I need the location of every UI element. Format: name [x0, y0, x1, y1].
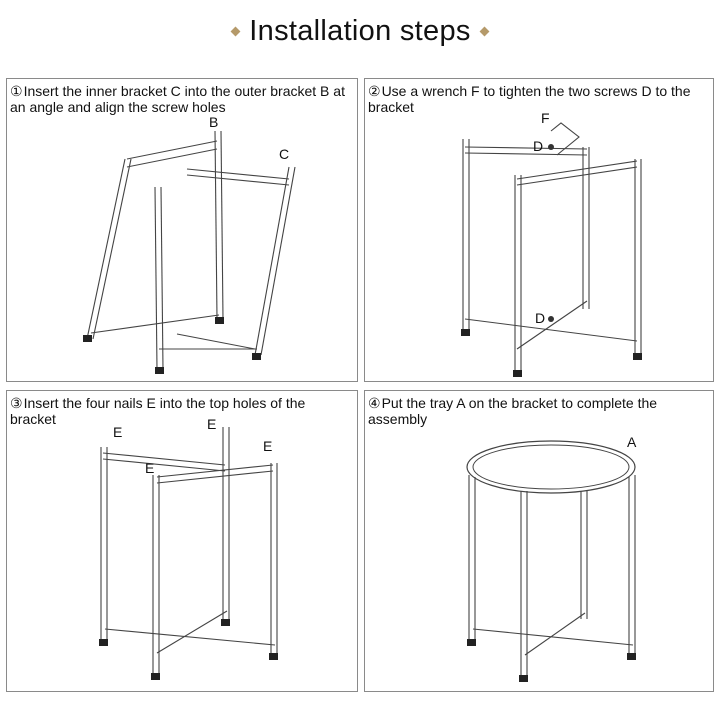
foot	[269, 653, 278, 660]
bottom-bar	[472, 628, 634, 646]
foot	[215, 317, 224, 324]
label-e: E	[145, 460, 154, 476]
top-bar-front-edge	[156, 470, 274, 484]
top-bar	[102, 452, 226, 466]
leg-front-c	[154, 186, 158, 370]
foot	[83, 335, 92, 342]
page-title: Installation steps	[249, 14, 471, 47]
label-d-top: D	[533, 138, 543, 154]
step-number: ①	[10, 83, 23, 99]
bottom-cross	[524, 612, 586, 656]
foot	[151, 673, 160, 680]
tray-rim-outer	[466, 440, 636, 494]
leg-back-c	[254, 166, 290, 356]
top-bar-c-edge	[186, 174, 290, 186]
foot	[461, 329, 470, 336]
foot	[467, 639, 476, 646]
bottom-bar	[104, 628, 276, 646]
step-text: Put the tray A on the bracket to complet…	[368, 395, 658, 427]
step-caption-3: ③Insert the four nails E into the top ho…	[10, 395, 354, 427]
tray-assembly-illustration: A	[466, 434, 637, 682]
foot	[633, 353, 642, 360]
top-bar-c	[186, 168, 290, 180]
top-bar-edge	[102, 458, 226, 472]
top-bar-b-edge	[126, 148, 218, 168]
foot	[252, 353, 261, 360]
bottom-bar	[464, 318, 638, 342]
tray-rim-inner	[472, 444, 630, 490]
label-c: C	[279, 146, 289, 162]
title-bar: Installation steps	[0, 8, 720, 54]
foot	[221, 619, 230, 626]
bottom-cross	[156, 610, 228, 654]
top-bar-front	[516, 160, 638, 180]
step-number: ③	[10, 395, 23, 411]
wrench-screw-illustration: F D D	[461, 110, 642, 377]
label-b: B	[209, 114, 218, 130]
step-number: ②	[368, 83, 381, 99]
foot	[519, 675, 528, 682]
top-bar-front	[156, 464, 274, 478]
label-e: E	[113, 424, 122, 440]
top-bar-front-edge	[516, 166, 638, 186]
leg-front-c-edge	[160, 186, 164, 370]
leg-back-b-edge	[220, 130, 224, 320]
step-panel-1: ①Insert the inner bracket C into the out…	[6, 78, 358, 382]
wrench-icon	[550, 122, 580, 156]
diamond-ornament-left	[230, 26, 241, 36]
bottom-cross	[516, 300, 588, 350]
step-text: Insert the inner bracket C into the oute…	[10, 83, 345, 115]
step-text: Insert the four nails E into the top hol…	[10, 395, 306, 427]
screw-top	[548, 144, 554, 150]
leg-front-left	[86, 158, 126, 340]
step-caption-2: ②Use a wrench F to tighten the two screw…	[368, 83, 710, 115]
label-d-bottom: D	[535, 310, 545, 326]
nails-illustration: E E E E	[99, 416, 278, 680]
step-caption-1: ①Insert the inner bracket C into the out…	[10, 83, 354, 115]
foot	[513, 370, 522, 377]
top-bar-edge	[464, 152, 588, 156]
foot	[99, 639, 108, 646]
step-text: Use a wrench F to tighten the two screws…	[368, 83, 691, 115]
diamond-ornament-right	[479, 26, 490, 36]
label-a: A	[627, 434, 637, 450]
label-f: F	[541, 110, 550, 126]
bottom-bar-b	[90, 314, 220, 334]
step-panel-2: ②Use a wrench F to tighten the two screw…	[364, 78, 714, 382]
leg-front-left-edge	[92, 158, 132, 340]
step-number: ④	[368, 395, 381, 411]
foot	[155, 367, 164, 374]
step-panel-4: ④Put the tray A on the bracket to comple…	[364, 390, 714, 692]
cross-bar	[176, 333, 256, 350]
screw-bottom	[548, 316, 554, 322]
bracket-angle-illustration: B C	[83, 114, 296, 374]
step-panel-3: ③Insert the four nails E into the top ho…	[6, 390, 358, 692]
step-caption-4: ④Put the tray A on the bracket to comple…	[368, 395, 710, 427]
top-bar	[464, 146, 588, 150]
foot	[627, 653, 636, 660]
leg-back-b	[214, 130, 218, 320]
top-bar-b	[126, 140, 218, 160]
leg-back-c-edge	[260, 166, 296, 356]
label-e: E	[263, 438, 272, 454]
label-e: E	[207, 416, 216, 432]
